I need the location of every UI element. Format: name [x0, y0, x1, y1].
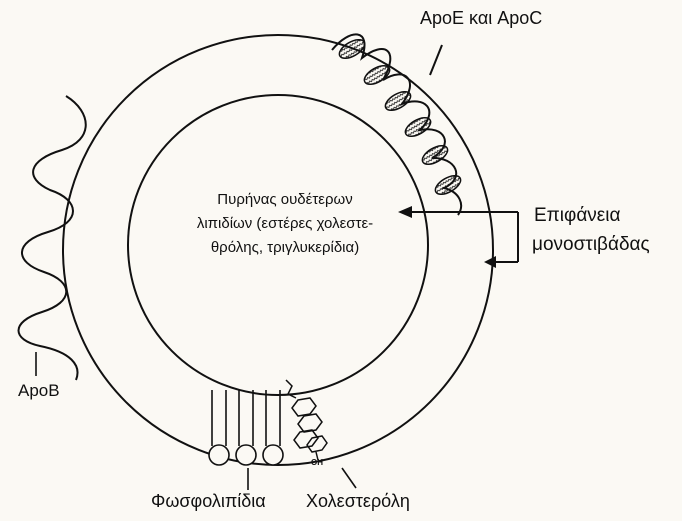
surface-label-line-1: Επιφάνεια	[534, 205, 620, 227]
apob-label: ApoB	[18, 381, 60, 401]
core-label-line-2: λιπιδίων (εστέρες χολεστε-	[160, 212, 410, 236]
phospholipids-group	[209, 390, 283, 465]
apoe-pointer-line	[430, 45, 442, 75]
apob-wave	[19, 96, 86, 380]
cholesterol-pointer-line	[342, 468, 356, 488]
oh-label: OH	[311, 458, 323, 467]
core-label-line-1: Πυρήνας ουδέτερων	[160, 188, 410, 212]
core-label: Πυρήνας ουδέτερων λιπιδίων (εστέρες χολε…	[160, 188, 410, 260]
arrowhead-outer	[484, 256, 496, 268]
phospholipids-label: Φωσφολιπίδια	[151, 491, 266, 512]
apoe-apoc-label: ApoE και ApoC	[420, 8, 542, 29]
surface-label-line-2: μονοστιβάδας	[532, 234, 650, 256]
core-label-line-3: θρόλης, τριγλυκερίδια)	[160, 236, 410, 260]
cholesterol-label: Χολεστερόλη	[306, 491, 410, 512]
